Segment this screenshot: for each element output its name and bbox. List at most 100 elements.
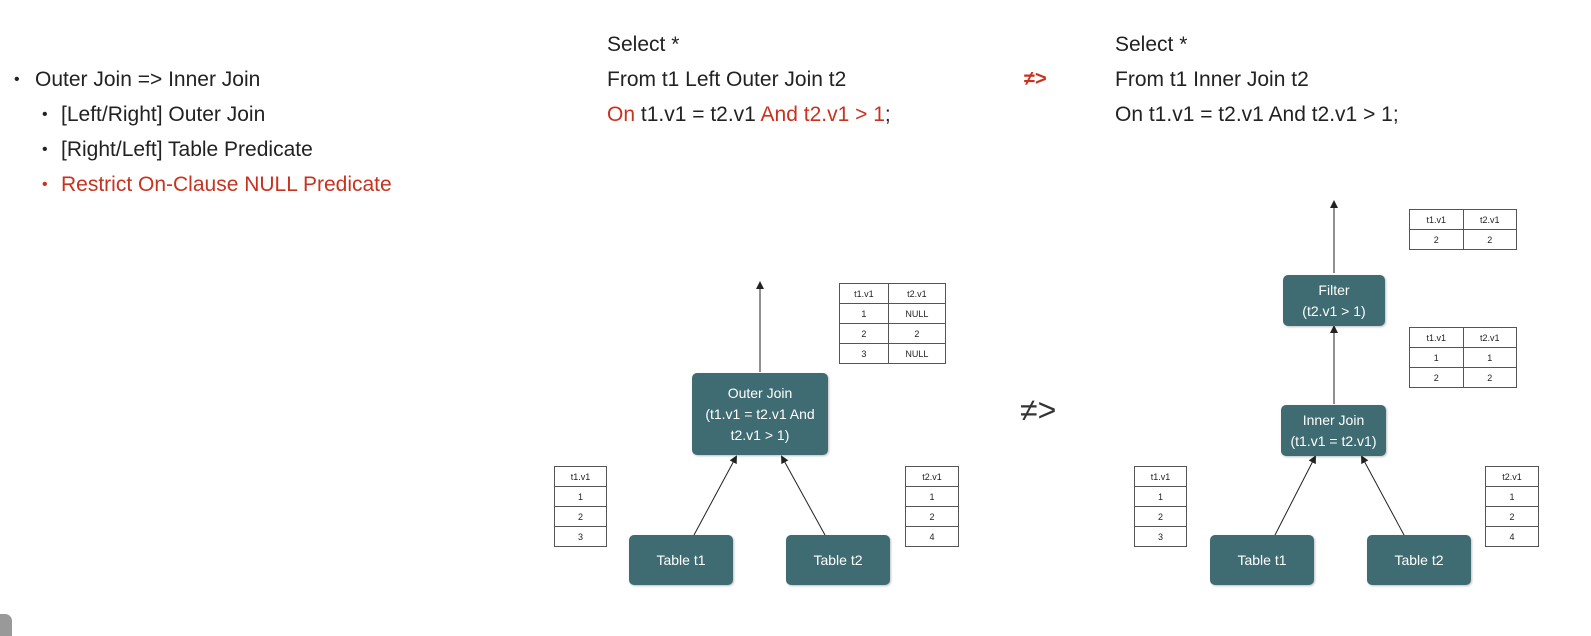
arrow-t2-to-outer-join	[781, 455, 826, 536]
table-cell: 2	[1462, 367, 1517, 388]
table-header: t1.v1	[1409, 209, 1464, 230]
bullet-list: • Outer Join => Inner Join • [Left/Right…	[14, 62, 392, 202]
table-cell: 3	[1134, 526, 1187, 547]
table-cell: 2	[554, 506, 607, 527]
table-row: 4	[905, 526, 959, 547]
t1-data-table-right: t1.v1 1 2 3	[1134, 466, 1187, 547]
arrow-t2-to-inner-join	[1361, 455, 1405, 536]
filter-node: Filter (t2.v1 > 1)	[1283, 275, 1385, 326]
table-t2-node-right: Table t2	[1367, 535, 1471, 585]
table-header-row: t1.v1 t2.v1	[1409, 209, 1517, 230]
table-header: t1.v1	[839, 283, 889, 304]
table-t1-node-left: Table t1	[629, 535, 733, 585]
inner-join-result-table: t1.v1 t2.v1 1 1 2 2	[1409, 327, 1517, 388]
bullet-item: • [Right/Left] Table Predicate	[14, 132, 392, 167]
table-cell: NULL	[887, 343, 947, 364]
table-row: 2	[905, 506, 959, 527]
table-row: 3	[1134, 526, 1187, 547]
table-header-row: t1.v1 t2.v1	[839, 283, 947, 304]
arrow-t1-to-inner-join	[1274, 455, 1316, 536]
table-cell: 2	[1134, 506, 1187, 527]
table-header: t2.v1	[1462, 327, 1517, 348]
table-cell: 4	[1485, 526, 1539, 547]
table-row: 2	[554, 506, 607, 527]
table-cell: NULL	[887, 303, 947, 324]
table-header: t1.v1	[1134, 466, 1187, 487]
table-row: 3	[554, 526, 607, 547]
corner-handle	[0, 614, 12, 636]
table-row: 2	[1485, 506, 1539, 527]
t1-data-table-left: t1.v1 1 2 3	[554, 466, 607, 547]
table-row: 1	[1134, 486, 1187, 507]
t2-data-table-left: t2.v1 1 2 4	[905, 466, 959, 547]
bullet-text: [Left/Right] Outer Join	[61, 103, 266, 126]
table-row: 2 2	[839, 323, 947, 344]
table-row: 1	[554, 486, 607, 507]
arrow-t1-to-outer-join	[693, 455, 737, 536]
table-cell: 1	[905, 486, 959, 507]
filter-result-table: t1.v1 t2.v1 2 2	[1409, 209, 1517, 250]
table-cell: 2	[1485, 506, 1539, 527]
sql-line: Select *	[1115, 33, 1188, 56]
table-cell: 2	[1409, 229, 1464, 250]
table-row: 2 2	[1409, 229, 1517, 250]
table-row: 1 NULL	[839, 303, 947, 324]
table-header-row: t2.v1	[1485, 466, 1539, 487]
inner-join-node: Inner Join (t1.v1 = t2.v1)	[1281, 405, 1386, 456]
outer-join-result-table: t1.v1 t2.v1 1 NULL 2 2 3 NULL	[839, 283, 947, 364]
table-cell: 2	[905, 506, 959, 527]
table-cell: 3	[839, 343, 889, 364]
node-label: Outer Join	[727, 384, 793, 401]
table-t1-node-right: Table t1	[1210, 535, 1314, 585]
table-header: t1.v1	[1409, 327, 1464, 348]
sql-line: On t1.v1 = t2.v1 And t2.v1 > 1;	[607, 97, 891, 132]
sql-and-predicate: And t2.v1 > 1	[760, 103, 885, 126]
t2-data-table-right: t2.v1 1 2 4	[1485, 466, 1539, 547]
node-label: Inner Join	[1302, 411, 1365, 428]
table-cell: 1	[1409, 347, 1464, 368]
not-equivalent-symbol-large: ≠>	[1020, 392, 1057, 428]
sql-line: From t1 Left Outer Join t2	[607, 68, 847, 91]
table-cell: 4	[905, 526, 959, 547]
right-sql-query: Select * From t1 Inner Join t2 On t1.v1 …	[1115, 27, 1399, 132]
table-header-row: t2.v1	[905, 466, 959, 487]
table-cell: 2	[1462, 229, 1517, 250]
table-row: 1	[905, 486, 959, 507]
table-header-row: t1.v1	[554, 466, 607, 487]
outer-join-node: Outer Join (t1.v1 = t2.v1 And t2.v1 > 1)	[692, 373, 828, 455]
node-label: Filter	[1318, 281, 1350, 298]
sql-line: Select *	[607, 33, 680, 56]
table-cell: 1	[554, 486, 607, 507]
node-label: (t2.v1 > 1)	[1302, 302, 1366, 319]
bullet-dot: •	[14, 71, 20, 88]
table-header: t2.v1	[887, 283, 947, 304]
table-cell: 1	[839, 303, 889, 324]
table-header: t2.v1	[1462, 209, 1517, 230]
table-header-row: t1.v1	[1134, 466, 1187, 487]
table-cell: 2	[1409, 367, 1464, 388]
table-row: 2	[1134, 506, 1187, 527]
bullet-dot: •	[42, 106, 48, 123]
bullet-item: • [Left/Right] Outer Join	[14, 97, 392, 132]
node-label: (t1.v1 = t2.v1)	[1290, 432, 1377, 449]
table-header: t1.v1	[554, 466, 607, 487]
bullet-item-highlight: • Restrict On-Clause NULL Predicate	[14, 167, 392, 202]
not-equivalent-symbol-small: ≠>	[1024, 68, 1047, 90]
table-cell: 2	[839, 323, 889, 344]
bullet-dot: •	[42, 176, 48, 193]
table-t2-node-left: Table t2	[786, 535, 890, 585]
table-cell: 1	[1462, 347, 1517, 368]
table-header-row: t1.v1 t2.v1	[1409, 327, 1517, 348]
table-cell: 1	[1485, 486, 1539, 507]
sql-join-condition: t1.v1 = t2.v1	[640, 103, 756, 126]
bullet-item: • Outer Join => Inner Join	[14, 62, 392, 97]
sql-terminator: ;	[884, 103, 891, 126]
bullet-text: Restrict On-Clause NULL Predicate	[61, 173, 392, 196]
left-sql-query: Select * From t1 Left Outer Join t2 On t…	[607, 27, 891, 132]
node-label: (t1.v1 = t2.v1 And	[705, 405, 815, 422]
table-row: 1	[1485, 486, 1539, 507]
node-label: t2.v1 > 1)	[730, 426, 790, 443]
table-header: t2.v1	[1485, 466, 1539, 487]
table-cell: 3	[554, 526, 607, 547]
